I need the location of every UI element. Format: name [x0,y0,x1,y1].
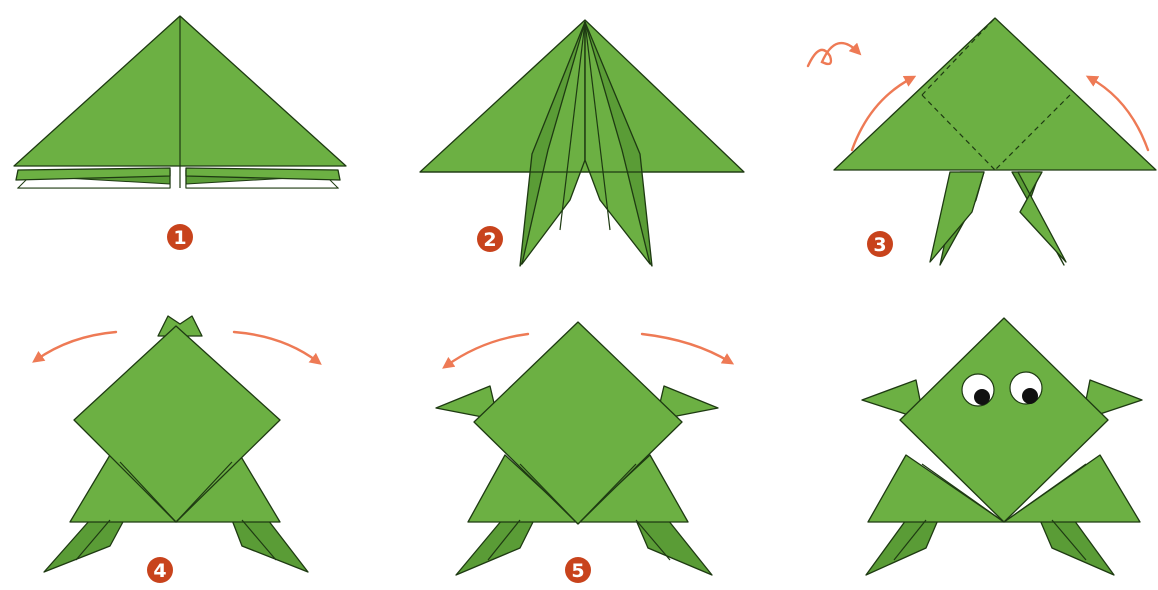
fold-arrow-icon [446,334,528,366]
left-eye [962,374,994,406]
step-3-figure [834,18,1156,265]
step-4-badge: 4 [147,557,173,583]
step-5-figure [436,322,718,575]
step-1-number: 1 [173,227,186,249]
finished-frog-figure [862,318,1142,575]
step-3-badge: 3 [867,231,893,257]
step-4-figure [44,316,308,572]
fold-arrow-icon [36,332,116,360]
step-5-number: 5 [571,560,584,582]
step-2-figure [420,20,744,266]
step-1-badge: 1 [167,224,193,250]
right-eye [1010,372,1042,404]
flip-over-arrow-icon [808,43,858,66]
fold-arrow-icon [642,334,730,362]
step-5-badge: 5 [565,557,591,583]
step-4-number: 4 [153,560,166,582]
step-2-badge: 2 [477,226,503,252]
step-1-figure [14,16,346,188]
step-2-number: 2 [483,229,496,251]
fold-arrow-icon [234,332,318,362]
step-3-number: 3 [873,234,886,256]
